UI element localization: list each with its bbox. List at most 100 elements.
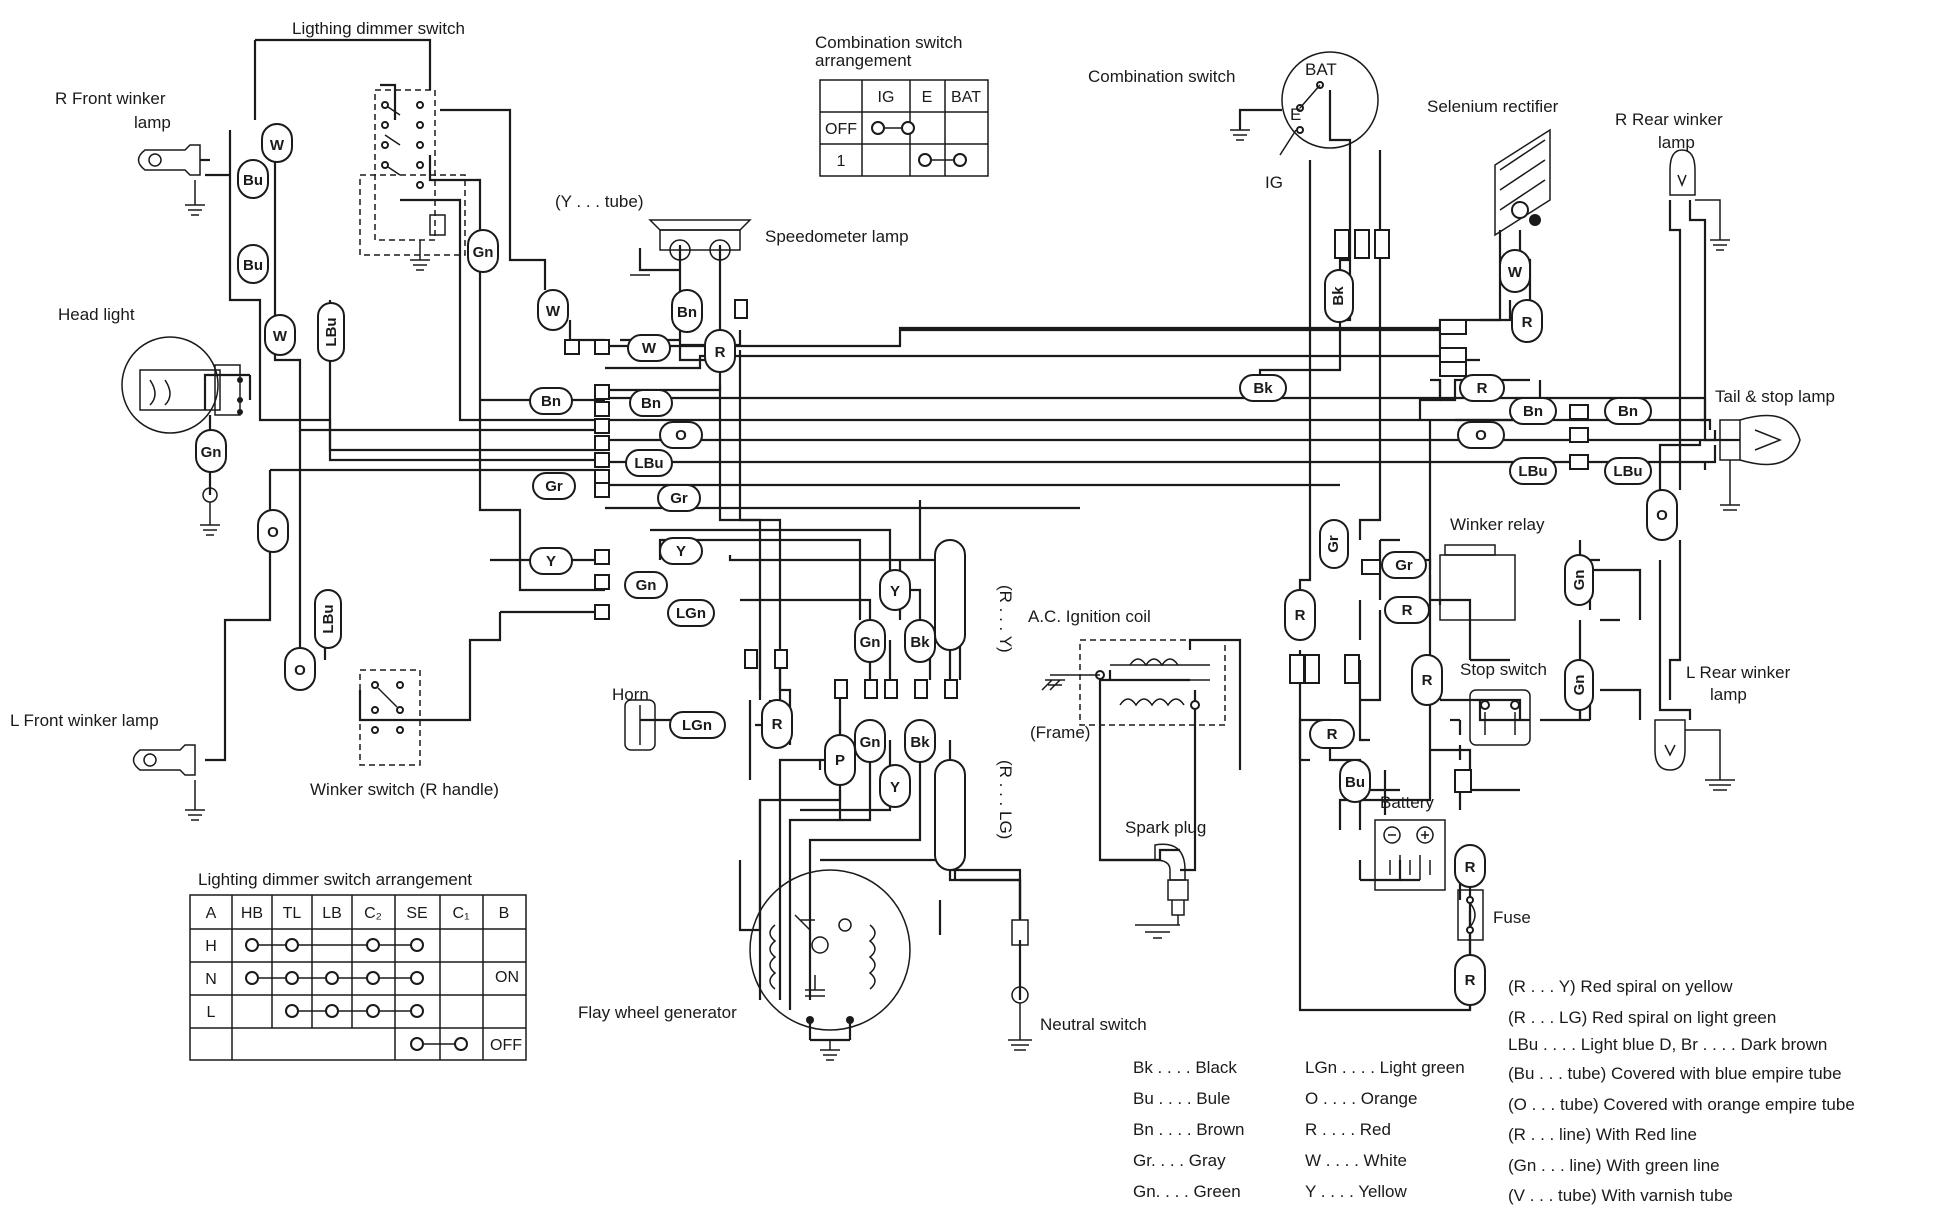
selenium-rectifier [1494, 128, 1551, 237]
svg-text:R: R [772, 716, 783, 733]
label-ig-terminal: IG [1265, 173, 1283, 192]
label-r-front-winker: R Front winker [55, 89, 166, 108]
wire-label: R [704, 329, 736, 373]
wire-label: Bn [1509, 397, 1557, 425]
connectors [564, 229, 1589, 793]
wire-label: R [761, 699, 793, 749]
horn [624, 699, 656, 751]
wire-label [934, 539, 966, 651]
svg-text:Gn: Gn [860, 734, 881, 751]
svg-text:Bk: Bk [910, 634, 930, 651]
color-legend: Bk . . . . Black Bu . . . . Bule Bn . . … [1133, 1058, 1465, 1201]
svg-text:BAT: BAT [951, 89, 981, 106]
wire-label: Gn [624, 571, 668, 599]
neutral-switch [1008, 880, 1032, 1051]
svg-text:R: R [1522, 314, 1533, 331]
combination-table-title: Combination switch [815, 33, 962, 52]
svg-text:Gn: Gn [1571, 570, 1588, 591]
wire-label: O [1646, 489, 1678, 541]
svg-text:Y . . . . Yellow: Y . . . . Yellow [1305, 1182, 1407, 1201]
svg-text:LBu: LBu [320, 604, 337, 633]
label-l-front-winker: L Front winker lamp [10, 711, 159, 730]
wire-label: R [1459, 374, 1505, 402]
svg-text:R: R [715, 344, 726, 361]
svg-text:R: R [1295, 607, 1306, 624]
label-r-y-spiral: (R . . . Y) [996, 585, 1015, 653]
label-e-terminal: E [1290, 105, 1301, 124]
flywheel-generator [749, 869, 911, 1061]
svg-text:L: L [207, 1004, 216, 1021]
wire-label: W [261, 123, 293, 163]
wire-label: Y [879, 569, 911, 611]
tail-stop-lamp [1719, 414, 1801, 511]
svg-text:Gn: Gn [201, 444, 222, 461]
label-r-lg-spiral: (R . . . LG) [996, 760, 1015, 839]
label-winker-switch: Winker switch (R handle) [310, 780, 499, 799]
wire-label: Gr [532, 472, 576, 500]
svg-text:ON: ON [495, 969, 519, 986]
svg-text:Y: Y [890, 583, 900, 600]
svg-text:R: R [1422, 672, 1433, 689]
label-l-rear-winker-lamp: lamp [1710, 685, 1747, 704]
svg-text:Bn . . . . Brown: Bn . . . . Brown [1133, 1120, 1245, 1139]
svg-text:Bu: Bu [1345, 774, 1365, 791]
svg-text:OFF: OFF [490, 1037, 522, 1054]
wire-label: Y [529, 547, 573, 575]
svg-text:Gr: Gr [1325, 535, 1342, 553]
wire-label: Gr [1319, 519, 1349, 569]
wire-label: Gr [657, 484, 701, 512]
label-selenium-rectifier: Selenium rectifier [1427, 97, 1559, 116]
wire-label: O [1457, 421, 1505, 449]
notes-legend: (R . . . Y) Red spiral on yellow (R . . … [1508, 977, 1855, 1205]
svg-text:Gr. . . . Gray: Gr. . . . Gray [1133, 1151, 1226, 1170]
wire-label: Y [659, 537, 703, 565]
headlight-ground [200, 470, 220, 536]
wire-label: Gn [195, 429, 227, 473]
svg-text:HB: HB [241, 905, 263, 922]
svg-text:(R . . . LG) Red spiral o: (R . . . LG) Red spiral on light green [1508, 1008, 1776, 1027]
label-head-light: Head light [58, 305, 135, 324]
svg-text:TL: TL [283, 905, 302, 922]
label-battery: Battery [1380, 793, 1434, 812]
svg-text:Bn: Bn [1523, 403, 1543, 420]
combination-table-subtitle: arrangement [815, 51, 912, 70]
svg-text:(V . . . tube) With varnis: (V . . . tube) With varnish tube [1508, 1186, 1733, 1205]
svg-text:LGn: LGn [676, 605, 706, 622]
svg-text:LBu: LBu [323, 317, 340, 346]
wire-label: Bk [1324, 269, 1354, 323]
wire-label: W [537, 289, 569, 331]
wire-label: R [1454, 954, 1486, 1006]
r-rear-winker-lamp [1669, 149, 1730, 251]
wire-label: Bn [671, 289, 703, 333]
wire-label: LBu [625, 449, 673, 477]
speedometer-lamp [630, 219, 752, 276]
svg-text:O: O [1656, 507, 1668, 524]
label-frame: (Frame) [1030, 723, 1090, 742]
label-neutral-switch: Neutral switch [1040, 1015, 1147, 1034]
svg-text:Gn: Gn [1571, 675, 1588, 696]
label-l-rear-winker: L Rear winker [1686, 663, 1791, 682]
wire-label: Gn [1564, 659, 1594, 711]
svg-text:OFF: OFF [825, 121, 857, 138]
svg-text:W . . . . White: W . . . . White [1305, 1151, 1407, 1170]
svg-text:E: E [922, 89, 933, 106]
svg-text:R . . . . Red: R . . . . Red [1305, 1120, 1391, 1139]
wire-label: O [284, 647, 316, 691]
wire-label: Gn [467, 229, 499, 273]
wire-label: R [1384, 596, 1430, 624]
label-flywheel-generator: Flay wheel generator [578, 1003, 737, 1022]
svg-text:LBu . . . . Light blue D,: LBu . . . . Light blue D, Br . . . . Dar… [1508, 1035, 1827, 1054]
svg-text:Gr: Gr [545, 478, 563, 495]
battery [1374, 819, 1446, 891]
svg-text:Bn: Bn [541, 393, 561, 410]
winker-switch-body [359, 669, 421, 766]
label-horn: Horn [612, 685, 649, 704]
l-front-winker-lamp [132, 744, 205, 821]
svg-text:LBu: LBu [1613, 463, 1642, 480]
svg-text:R: R [1327, 726, 1338, 743]
svg-text:Gr: Gr [670, 490, 688, 507]
wire-label: LBu [1604, 457, 1652, 485]
wire-label [934, 759, 966, 871]
wire-label: Bk [904, 619, 936, 663]
wire-label: P [824, 734, 856, 786]
